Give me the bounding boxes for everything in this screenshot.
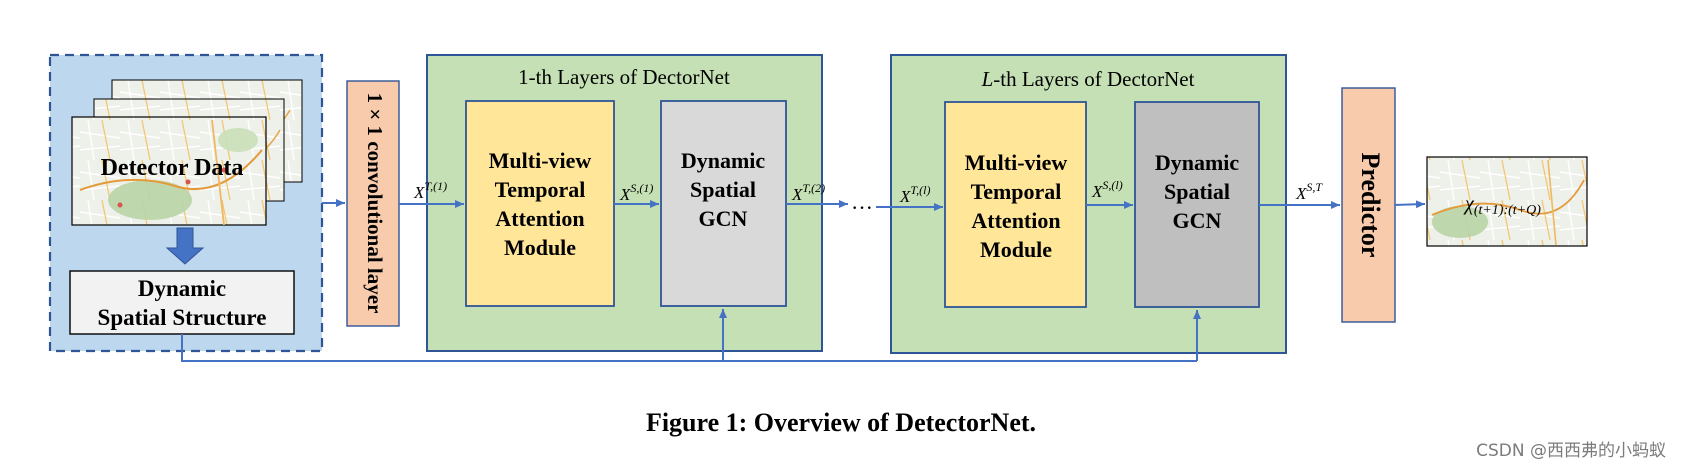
connections bbox=[181, 199, 1426, 362]
gcn-last-line-1: Dynamic bbox=[1155, 150, 1240, 175]
gcn-line-1: Dynamic bbox=[681, 148, 766, 173]
predictor-box: Predictor bbox=[1341, 87, 1396, 323]
output-label: χ(t+1):(t+Q) bbox=[1463, 193, 1541, 218]
attention-module-first: Multi-view Temporal Attention Module bbox=[465, 100, 615, 307]
watermark: CSDN @西西弗的小蚂蚁 bbox=[1476, 441, 1666, 461]
layer-first-title: 1-th Layers of DectorNet bbox=[518, 65, 730, 89]
conv-layer-box: 1 × 1 convolutional layer bbox=[346, 80, 400, 327]
attention-module-last: Multi-view Temporal Attention Module bbox=[944, 101, 1087, 308]
gcn-last-line-2: Spatial bbox=[1164, 179, 1230, 204]
structure-label-line1: Dynamic bbox=[138, 276, 226, 301]
gcn-line-3: GCN bbox=[699, 206, 748, 231]
structure-label-line2: Spatial Structure bbox=[98, 305, 267, 330]
figure-caption: Figure 1: Overview of DetectorNet. bbox=[645, 408, 1037, 437]
label-xt1: XT,(1) bbox=[413, 179, 447, 202]
attention-line-2: Temporal bbox=[495, 177, 586, 202]
map-thumbnail-front bbox=[71, 116, 267, 226]
gcn-module-first: Dynamic Spatial GCN bbox=[660, 100, 787, 307]
label-xsl: XS,(l) bbox=[1091, 178, 1123, 201]
layer-last-title: L-th Layers of DectorNet bbox=[981, 67, 1195, 91]
gcn-module-last: Dynamic Spatial GCN bbox=[1134, 101, 1260, 308]
gcn-last-line-3: GCN bbox=[1173, 208, 1222, 233]
dynamic-spatial-structure-box: Dynamic Spatial Structure bbox=[69, 270, 295, 335]
attention-last-line-4: Module bbox=[980, 237, 1052, 262]
attention-last-line-2: Temporal bbox=[971, 179, 1062, 204]
attention-last-line-1: Multi-view bbox=[965, 150, 1068, 175]
attention-last-line-3: Attention bbox=[971, 208, 1060, 233]
attention-line-1: Multi-view bbox=[489, 148, 592, 173]
label-xtl: XT,(l) bbox=[899, 183, 931, 206]
output-map: χ(t+1):(t+Q) bbox=[1426, 156, 1588, 247]
attention-line-4: Module bbox=[504, 235, 576, 260]
arrow-predictor-to-output bbox=[1394, 200, 1426, 209]
structure-feed-line bbox=[181, 334, 1197, 362]
conv-layer-label: 1 × 1 convolutional layer bbox=[363, 93, 387, 314]
layer-ellipsis: ··· bbox=[851, 195, 873, 220]
label-xst: XS,T bbox=[1295, 180, 1323, 203]
predictor-label: Predictor bbox=[1356, 153, 1385, 258]
label-xt2: XT,(2) bbox=[791, 181, 825, 204]
layer-first-block: 1-th Layers of DectorNet Multi-view Temp… bbox=[426, 54, 823, 352]
detector-map-stack: Detector Data bbox=[71, 79, 303, 226]
gcn-line-2: Spatial bbox=[690, 177, 756, 202]
detector-data-label: Detector Data bbox=[101, 155, 244, 181]
attention-line-3: Attention bbox=[495, 206, 584, 231]
down-arrow-icon bbox=[165, 227, 205, 265]
label-xs1: XS,(1) bbox=[619, 181, 653, 204]
